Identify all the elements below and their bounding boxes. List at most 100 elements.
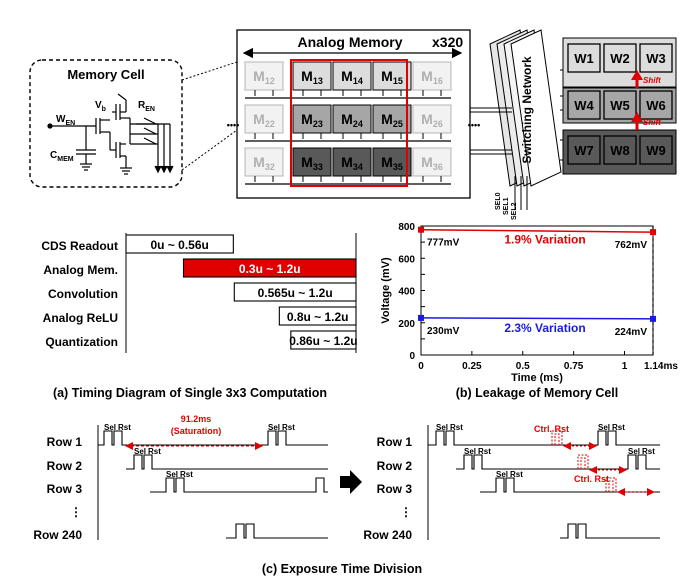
- series-end-label: 224mV: [615, 327, 648, 338]
- timing-row-label: Analog Mem.: [43, 263, 118, 277]
- rst-label: Rst: [642, 447, 655, 456]
- x-tick-label: 1.14ms: [644, 361, 678, 372]
- ctrl-rst-label: Ctrl. Rst: [534, 424, 569, 434]
- dots-right: ••••: [468, 120, 481, 130]
- weight-box: [603, 90, 637, 120]
- memory-cell-label: M15: [381, 68, 403, 86]
- weight-label: W1: [574, 51, 594, 66]
- sel2-label: SEL2: [511, 202, 518, 220]
- rst-label: Rst: [510, 470, 523, 479]
- memory-cell-label: M34: [341, 154, 363, 172]
- left-row-label: Row 240: [33, 528, 82, 542]
- right-row-label: Row 1: [377, 435, 413, 449]
- sel0-label: SEL0: [495, 192, 502, 210]
- timing-bar-label: 0u ~ 0.56u: [150, 238, 208, 252]
- rst-label: Rst: [478, 447, 491, 456]
- weight-box: [639, 135, 673, 165]
- right-row-label: Row 3: [377, 482, 413, 496]
- left-row-label: Row 1: [47, 435, 83, 449]
- series-point: [418, 314, 424, 321]
- weight-box: [603, 43, 637, 73]
- memory-cell-label: M22: [253, 111, 275, 129]
- series-start-label: 777mV: [427, 238, 460, 249]
- memory-cell-label: M14: [341, 68, 363, 86]
- weight-box: [639, 90, 673, 120]
- y-tick-label: 400: [398, 287, 415, 298]
- weight-label: W7: [574, 143, 594, 158]
- switching-network-label: Switching Network: [520, 56, 534, 164]
- sel1-label: SEL1: [503, 197, 510, 215]
- weight-box: [603, 135, 637, 165]
- memory-cell-box: [412, 104, 452, 134]
- convolution-window: [290, 59, 408, 187]
- memory-cell-label: M33: [301, 154, 323, 172]
- memory-cell-box: [244, 147, 284, 177]
- y-tick-label: 800: [398, 222, 415, 233]
- rst-label: Rst: [450, 423, 463, 432]
- memory-cell-box: [332, 104, 372, 134]
- shift-arrows: [631, 70, 643, 130]
- ctrl-rst-label: Ctrl. Rst: [574, 474, 609, 484]
- x-tick-label: 0.75: [564, 361, 584, 372]
- memory-cell-box: [332, 147, 372, 177]
- timing-bar: [290, 330, 357, 350]
- weight-label: W5: [610, 98, 630, 113]
- right-row-label: ⋮: [400, 505, 412, 519]
- vb-label: Vb: [95, 100, 106, 113]
- timing-bar: [125, 234, 234, 254]
- analog-memory-multiplier: x320: [432, 34, 463, 50]
- series-annotation: 1.9% Variation: [504, 233, 585, 247]
- memory-cell-label: M16: [421, 68, 443, 86]
- transform-arrow: [340, 470, 362, 494]
- memory-cell-label: M35: [381, 154, 403, 172]
- right-row-label: Row 240: [363, 528, 412, 542]
- memory-cell-box: [372, 147, 412, 177]
- memory-cell-label: M25: [381, 111, 403, 129]
- row-waveform: [456, 454, 660, 470]
- saturation-label: (Saturation): [171, 426, 222, 436]
- row-waveform: [480, 477, 660, 493]
- memory-cell-label: M23: [301, 111, 323, 129]
- left-row-label: ⋮: [70, 505, 82, 519]
- sel-label: Sel: [268, 423, 280, 432]
- memory-cell-label: M36: [421, 154, 443, 172]
- memory-cell-title: Memory Cell: [67, 67, 144, 82]
- memory-cell-box: [292, 147, 332, 177]
- weight-box: [639, 43, 673, 73]
- y-axis-label: Voltage (mV): [380, 257, 392, 324]
- memory-cell-box: [292, 61, 332, 91]
- memory-cell-box: [244, 104, 284, 134]
- memory-cell-label: M24: [341, 111, 363, 129]
- ctrl-rst-pulse: [605, 477, 617, 492]
- memory-cell-box: [332, 61, 372, 91]
- sel-label: Sel: [628, 447, 640, 456]
- memory-cell-box: [372, 61, 412, 91]
- weight-box: [567, 43, 601, 73]
- rst-label: Rst: [612, 423, 625, 432]
- weight-label: W8: [610, 143, 630, 158]
- timing-row-label: CDS Readout: [41, 239, 118, 253]
- timing-caption: (a) Timing Diagram of Single 3x3 Computa…: [53, 386, 327, 400]
- weight-label: W3: [646, 51, 666, 66]
- timing-bar: [182, 258, 357, 278]
- sel-label: Sel: [166, 470, 178, 479]
- y-tick-label: 200: [398, 319, 415, 330]
- weight-label: W6: [646, 98, 666, 113]
- cmem-label: CMEM: [50, 150, 74, 163]
- memory-cell-box: [412, 147, 452, 177]
- memory-cell-label: M13: [301, 68, 323, 86]
- timing-bar: [233, 282, 357, 302]
- x-tick-label: 0.25: [462, 361, 482, 372]
- timing-bar-label: 0.8u ~ 1.2u: [287, 310, 349, 324]
- shift-label-2: Shift: [643, 118, 661, 127]
- sel-label: Sel: [134, 447, 146, 456]
- ren-label: REN: [138, 100, 155, 113]
- series-point: [650, 315, 656, 322]
- memory-cell-label: M26: [421, 111, 443, 129]
- plot-area: [420, 225, 654, 356]
